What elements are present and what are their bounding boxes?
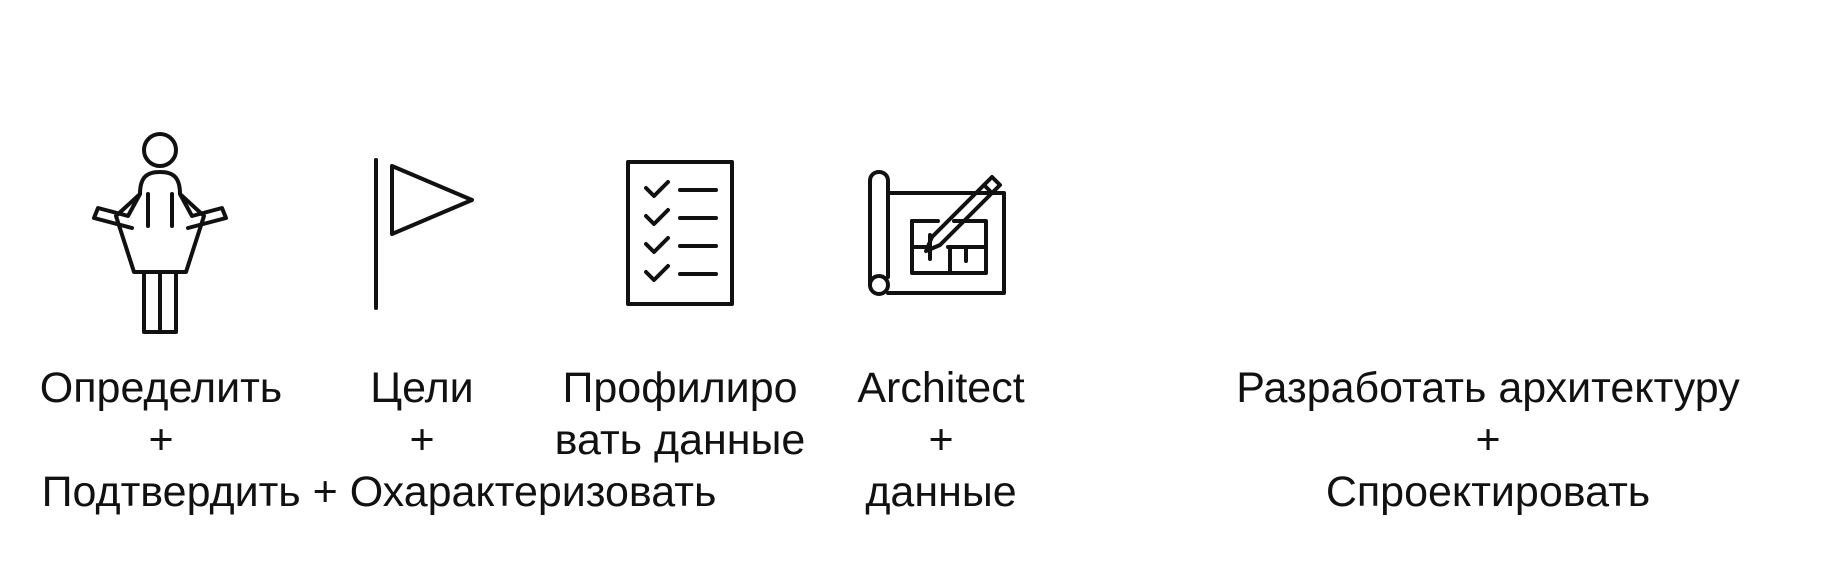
step-1-line-1: Определить <box>39 364 283 412</box>
step-1-line-2: + <box>148 416 174 464</box>
step-5-line-2: + <box>1475 416 1501 464</box>
flag-icon <box>372 158 482 318</box>
person-icon <box>88 130 238 340</box>
step-3-line-1: Профилиро <box>562 364 798 412</box>
step-2-line-2: + <box>409 416 435 464</box>
step-2-line-1: Цели <box>370 364 474 412</box>
checklist-icon <box>624 158 736 308</box>
blueprint-pencil-icon <box>866 165 1016 301</box>
step-5-line-3: Спроектировать <box>1325 468 1651 516</box>
bottom-row-left: Подтвердить + Охарактеризовать <box>41 468 717 516</box>
step-4-line-2: + <box>928 416 954 464</box>
step-5-line-1: Разработать архитектуру <box>1236 364 1740 412</box>
step-4-line-1: Architect <box>857 364 1025 412</box>
step-3-line-2: вать данные <box>554 416 806 464</box>
step-4-line-3: данные <box>865 468 1017 516</box>
